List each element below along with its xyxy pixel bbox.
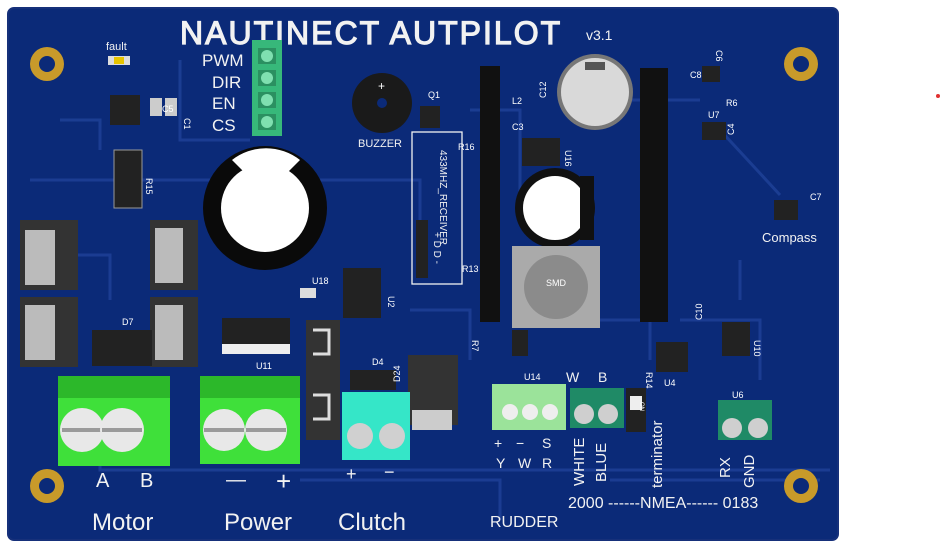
label-u2: U2 [386,296,396,308]
terminator-switch[interactable] [626,388,646,432]
inductor-smd: SMD [512,246,600,328]
cap-c12 [557,54,633,130]
label-power-plus: + [276,466,291,496]
label-u14: U14 [524,372,541,382]
label-r14: R14 [644,372,654,389]
rudder-terminal [492,384,566,430]
receiver-module [411,131,463,285]
label-r6: R6 [726,98,738,108]
label-cs: CS [212,116,236,135]
label-w: W [566,369,580,385]
label-blue: BLUE [593,443,610,482]
nmea2000-terminal [570,388,624,428]
board-version: v3.1 [586,27,613,43]
label-c1: C1 [182,118,192,130]
bulk-capacitor [203,146,327,270]
label-motor-b: B [140,470,153,492]
label-u14-r: R [542,455,552,471]
power-terminal [200,376,300,464]
label-rx: RX [717,457,734,478]
header-right [640,68,668,322]
label-r7: R7 [470,340,480,352]
buzzer: + [352,73,412,133]
label-receiver-pins: + D D - [431,232,442,264]
clutch-terminal [342,392,410,460]
label-compass: Compass [762,230,817,245]
motor-terminal [58,376,170,466]
control-header-terminal [252,40,282,136]
label-r15: R15 [144,178,154,195]
fuse-holder [306,320,340,440]
label-nmea: 2000 ------NMEA------ 0183 [568,495,758,512]
label-gnd: GND [741,455,758,489]
label-en: EN [212,94,236,113]
label-q1: Q1 [428,90,440,100]
label-terminator: terminator [649,420,666,488]
label-u14-s: S [542,435,551,451]
label-c6: C6 [714,50,724,62]
label-r16: R16 [458,142,475,152]
chip-u10 [722,322,750,356]
label-white: WHITE [571,438,588,486]
label-u11: U11 [256,361,272,371]
resistor-r15 [113,149,143,209]
label-c10: C10 [694,303,704,320]
cap-filter [515,168,595,248]
label-clutch-plus: + [346,464,357,484]
nmea0183-terminal [718,400,772,440]
label-c5: C5 [162,104,174,114]
marker-dot [936,94,940,98]
label-c7: C7 [810,192,822,202]
label-buzzer: BUZZER [358,138,402,150]
label-b: B [598,369,607,385]
label-c12: C12 [538,81,548,98]
label-r13: R13 [462,264,479,274]
label-c4: C4 [726,123,736,135]
label-u14-minus: − [516,435,524,451]
svg-text:+: + [378,79,385,93]
board-title: NAUTINECT AUTPILOT [180,15,562,51]
compass-sensor [774,200,798,220]
mounting-holes [30,47,818,503]
label-u14-plus: + [494,435,502,451]
chip-u16 [522,138,560,166]
label-u18: U18 [312,276,329,286]
mosfet-group [20,220,198,367]
label-u10: U10 [752,340,762,357]
label-u6: U6 [732,390,744,400]
label-clutch-minus: − [384,462,395,482]
label-c3: C3 [512,122,524,132]
label-fault: fault [106,41,127,53]
ic-driver-small [110,95,140,125]
label-motor-a: A [96,470,110,492]
label-u14-y: Y [496,455,506,471]
label-rudder: RUDDER [490,514,558,531]
label-pwm: PWM [202,51,244,70]
label-u16: U16 [563,150,573,167]
diode-d7 [92,330,152,366]
label-clutch: Clutch [338,509,406,536]
label-u4: U4 [664,378,676,388]
label-c8: C8 [690,70,702,80]
header-left [480,66,500,322]
label-l2: L2 [512,96,522,106]
chip-u2 [343,268,381,318]
label-d24: D24 [392,365,402,382]
label-u7: U7 [708,110,720,120]
label-power: Power [224,509,292,536]
label-on: ON [638,402,644,411]
label-receiver: 433MHZ_RECEIVER [437,150,448,245]
label-d7: D7 [122,317,134,327]
label-motor: Motor [92,509,153,536]
label-dir: DIR [212,73,241,92]
chip-u4 [656,342,688,372]
label-d4: D4 [372,357,384,367]
label-smd: SMD [546,278,567,288]
label-power-minus: — [226,469,246,491]
label-u14-w: W [518,455,532,471]
